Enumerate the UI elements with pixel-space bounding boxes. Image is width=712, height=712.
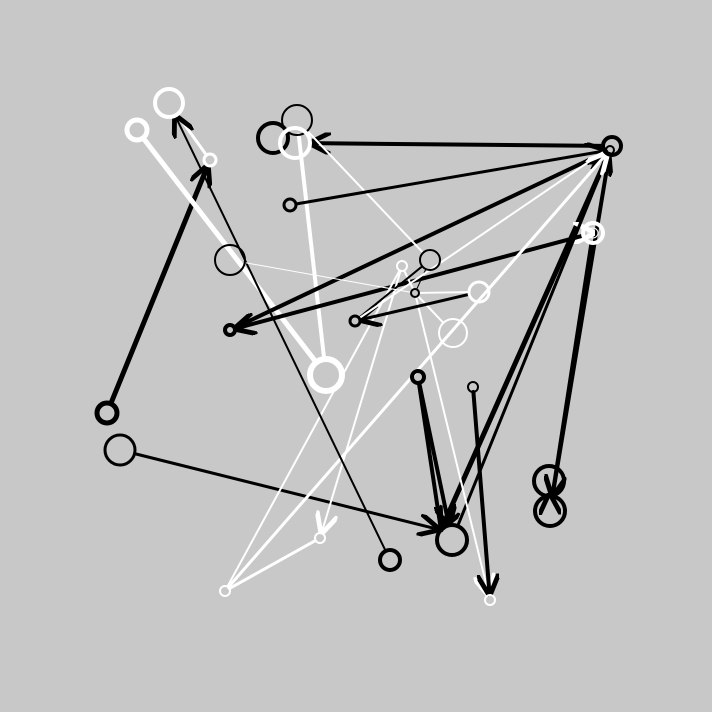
node-n31	[219, 585, 231, 597]
edge-n16-n28	[414, 295, 489, 594]
edge-layer	[108, 114, 611, 594]
node-n16	[410, 288, 420, 298]
edge-n17-n29	[133, 452, 439, 530]
node-n29	[438, 527, 444, 533]
node-n20	[419, 249, 441, 271]
edge-n8-n26	[552, 240, 594, 495]
node-n28	[484, 594, 496, 606]
edge-n19-n16	[403, 269, 414, 290]
node-n7	[601, 135, 623, 157]
node-n19	[396, 260, 408, 272]
edge-n22-n9	[294, 151, 605, 206]
edge-n4-n1	[108, 166, 208, 407]
node-n6	[281, 104, 313, 136]
node-n21	[348, 314, 362, 328]
node-n10	[256, 121, 290, 155]
node-n9	[605, 145, 615, 155]
edge-n25-n21	[361, 292, 471, 319]
edge-n6-n12	[296, 132, 327, 361]
node-n5	[214, 244, 246, 276]
edge-n32-n28	[471, 389, 489, 594]
node-n2	[124, 117, 150, 143]
node-n22	[282, 197, 298, 213]
node-n12	[307, 356, 345, 394]
edge-n31-n30	[227, 539, 317, 591]
edge-n16-n25	[417, 291, 470, 294]
edge-n2-n12	[140, 135, 319, 365]
node-n8	[581, 221, 605, 245]
node-n26	[533, 494, 567, 528]
node-n23	[410, 369, 426, 385]
node-layer	[94, 87, 623, 606]
node-n30	[314, 532, 326, 544]
node-n11	[223, 323, 237, 337]
node-n3	[153, 87, 185, 119]
edge-n7-n27	[311, 143, 606, 146]
edge-n15-n3	[176, 117, 387, 552]
node-n25	[467, 280, 491, 304]
node-n14	[438, 318, 468, 348]
node-n1	[202, 152, 218, 168]
node-n13	[435, 523, 469, 557]
edge-n7-n29	[442, 151, 611, 527]
node-n27	[278, 126, 312, 160]
node-n18	[587, 227, 599, 239]
edge-n9-n11	[233, 149, 609, 330]
edge-n7-n21	[358, 150, 606, 319]
node-n32	[467, 381, 479, 393]
edge-n5-n16	[244, 262, 411, 293]
node-n15	[378, 548, 402, 572]
edge-n14-n16	[417, 295, 445, 324]
edge-n13-n9	[456, 155, 608, 528]
node-n17	[103, 433, 137, 467]
edge-n23-n29	[416, 380, 443, 530]
node-n4	[94, 400, 120, 426]
